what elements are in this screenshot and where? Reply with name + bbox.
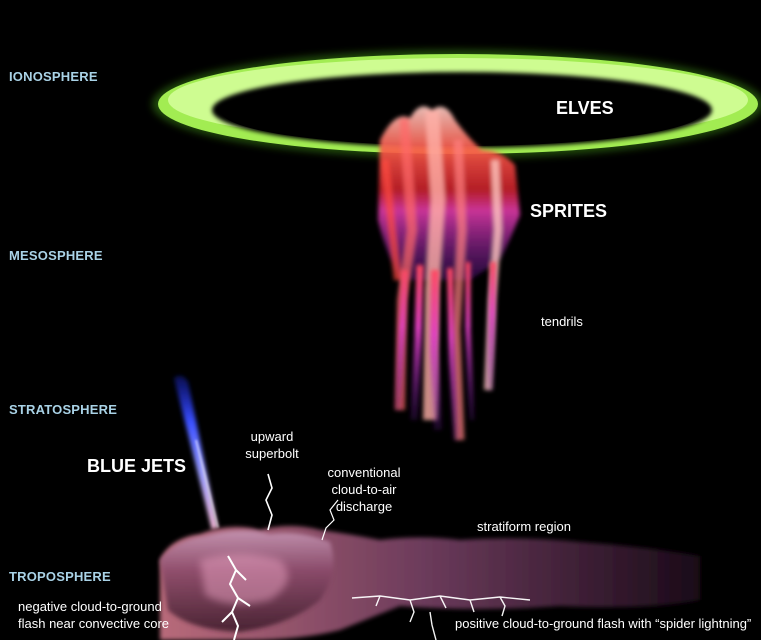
upward-superbolt-label: upward superbolt [240,428,304,462]
troposphere-label: TROPOSPHERE [9,569,111,584]
positive-cg-label: positive cloud-to-ground flash with “spi… [455,616,752,631]
negative-cg-label: negative cloud-to-ground flash near conv… [18,598,169,632]
conventional-line-3: discharge [335,499,393,514]
upward-superbolt-line-2: superbolt [245,446,299,461]
conventional-line-1: conventional [327,465,401,480]
conventional-line-2: cloud-to-air [331,482,397,497]
negative-cg-line-2: flash near convective core [18,616,170,631]
blue-jet-beam [174,375,219,530]
sprite-tendrils [395,261,496,441]
elves-ring [152,50,761,158]
stratiform-region-label: stratiform region [477,519,571,534]
spider-lightning [351,595,531,640]
ionosphere-label: IONOSPHERE [9,69,98,84]
conventional-discharge-label: conventional cloud-to-air discharge [318,464,410,515]
cloud-to-air-discharge [321,499,339,541]
negative-cg-line-1: negative cloud-to-ground [18,599,162,614]
stratosphere-label: STRATOSPHERE [9,402,118,417]
upward-superbolt-line-1: upward [250,429,294,444]
mesosphere-label: MESOSPHERE [9,248,103,263]
elves-label: ELVES [556,98,614,118]
negative-cloud-to-ground-bolt [221,555,251,640]
sprites-label: SPRITES [530,201,608,221]
blue-jets-label: BLUE JETS [87,456,187,476]
tendrils-label: tendrils [541,314,583,329]
storm-cloud [160,526,700,640]
upward-superbolt-bolt [265,473,273,531]
